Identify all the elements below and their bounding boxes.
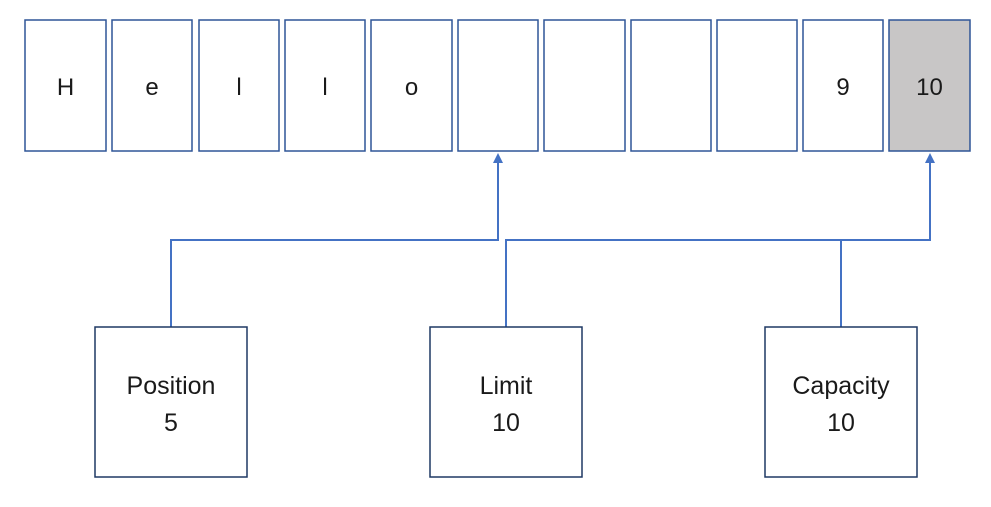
buffer-cell-text: o (405, 74, 418, 101)
buffer-cell-box (111, 19, 193, 152)
buffer-cell-box-filled (888, 19, 971, 152)
capacity-value: 10 (827, 409, 855, 437)
buffer-cell-text: H (57, 74, 74, 101)
buffer-cell-last: 10 (888, 19, 971, 152)
buffer-cell-box (24, 19, 107, 152)
buffer-cell (457, 19, 539, 152)
buffer-cell-text: 9 (836, 74, 849, 101)
buffer-cell (630, 19, 712, 152)
buffer-cell-text: e (145, 74, 158, 101)
buffer-cell (716, 19, 798, 152)
buffer-cell-box (284, 19, 366, 152)
limit-label: Limit (480, 372, 533, 400)
buffer-cell: H (24, 19, 107, 152)
position-value: 5 (164, 409, 178, 437)
buffer-cell-box (370, 19, 453, 152)
position-arrow (170, 153, 503, 327)
buffer-cell-text: 10 (916, 74, 943, 101)
buffer-cells: H e l l o (24, 19, 971, 152)
limit-value: 10 (492, 409, 520, 437)
connectors (170, 153, 935, 327)
buffer-cell (543, 19, 626, 152)
limit-box: Limit 10 (429, 326, 583, 478)
limit-box-frame (429, 326, 583, 478)
buffer-cell-text: l (236, 74, 241, 101)
capacity-box-frame (764, 326, 918, 478)
buffer-cell: 9 (802, 19, 884, 152)
position-label: Position (127, 372, 216, 400)
position-box: Position 5 (94, 326, 248, 478)
buffer-cell: l (198, 19, 280, 152)
buffer-cell: l (284, 19, 366, 152)
capacity-box: Capacity 10 (764, 326, 918, 478)
limit-arrow (505, 153, 935, 327)
buffer-cell-box (543, 19, 626, 152)
position-box-frame (94, 326, 248, 478)
buffer-cell-box (198, 19, 280, 152)
buffer-cell-box (630, 19, 712, 152)
buffer-cell: e (111, 19, 193, 152)
buffer-cell-box (802, 19, 884, 152)
buffer-cell-box (457, 19, 539, 152)
buffer-cell-text: l (322, 74, 327, 101)
buffer-cell-box (716, 19, 798, 152)
capacity-label: Capacity (792, 372, 890, 400)
buffer-cell: o (370, 19, 453, 152)
